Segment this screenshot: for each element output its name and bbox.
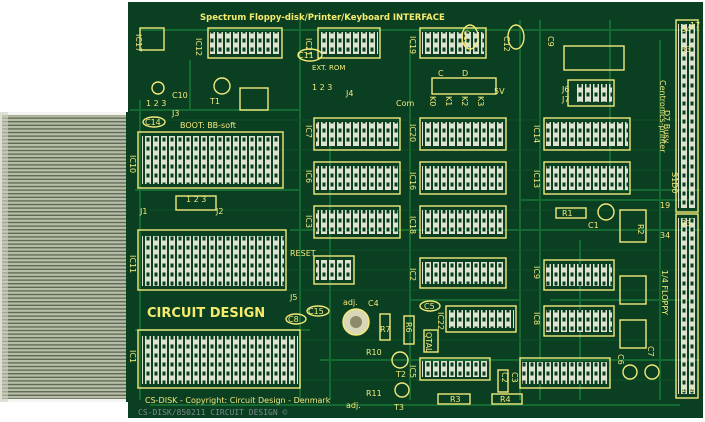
ref-r1: R1	[562, 209, 573, 218]
ref-t2: T2	[395, 370, 406, 379]
adj-label: adj.	[343, 298, 358, 307]
board-title: Spectrum Floppy-disk/Printer/Keyboard IN…	[200, 13, 445, 23]
ref-t3: T3	[393, 403, 404, 412]
ref-ic18: IC18	[408, 216, 417, 234]
ref-k0: K0	[428, 96, 437, 106]
ref-ic6: IC6	[304, 170, 313, 183]
jumper-numbers-j5: 1 2 3	[312, 83, 332, 92]
pin-17: 17	[690, 21, 700, 30]
five-v-label: 5V	[494, 87, 505, 96]
ref-c9: C9	[546, 36, 555, 47]
ref-j3: J3	[171, 109, 179, 118]
ext-rom-label: EXT. ROM	[312, 64, 345, 72]
ref-r7: R7	[380, 325, 391, 334]
ref-c15: C15	[308, 307, 324, 316]
ref-c1: C1	[588, 221, 599, 230]
ref-r3: R3	[450, 395, 461, 404]
com-label: Com	[396, 99, 414, 108]
ref-ic19: IC19	[408, 36, 417, 54]
pin-19: 19	[660, 201, 670, 210]
etched-board-id: CS-DISK/850211 CIRCUIT DESIGN ©	[138, 408, 287, 417]
ref-j4: J4	[345, 89, 353, 98]
ref-c12: C12	[502, 36, 511, 52]
ref-c10: C10	[172, 91, 188, 100]
ref-ic20: IC20	[408, 124, 417, 142]
copyright-text: CS-DISK - Copyright: Circuit Design - De…	[145, 396, 331, 405]
floppy-label: 1/4 FLOPPY	[660, 270, 669, 315]
ref-ic8: IC8	[532, 312, 541, 325]
ref-ic22: IC22	[436, 312, 445, 330]
ref-ic9: IC9	[532, 266, 541, 279]
pin-34-top: 34	[681, 25, 691, 34]
ref-ic17: IC17	[134, 34, 143, 52]
reset-label: RESET	[290, 249, 316, 258]
ref-qtal: QTAL	[424, 332, 433, 353]
ref-ic1: IC1	[128, 350, 137, 363]
ref-j2: J2	[215, 207, 223, 216]
ref-c14: C14	[145, 118, 161, 127]
ref-ic13: IC13	[532, 170, 541, 188]
ref-r10: R10	[366, 348, 382, 357]
silkscreen-frames	[137, 19, 699, 399]
passive-components	[142, 24, 660, 405]
ref-k3: K3	[476, 96, 485, 106]
ref-c6: C6	[616, 354, 625, 365]
circuit-design-logo: CIRCUIT DESIGN	[147, 306, 265, 321]
ic-chips	[142, 24, 696, 394]
jumper-numbers-j1: 1 2 3	[186, 195, 206, 204]
ref-r2: R2	[636, 224, 645, 235]
ref-r4: R4	[500, 395, 511, 404]
ref-c8: C8	[288, 315, 299, 324]
ref-c4: C4	[368, 299, 379, 308]
ref-j1: J1	[139, 207, 147, 216]
pin-33-bottom: 33	[681, 219, 691, 228]
pin-1: 1	[681, 385, 686, 394]
ref-c13: C13	[462, 30, 471, 46]
ref-ic2: IC2	[408, 268, 417, 281]
boot-label: BOOT: BB-soft	[180, 121, 236, 130]
ref-r11: R11	[366, 389, 382, 398]
ref-ic16: IC16	[408, 172, 417, 190]
ref-ic10: IC10	[128, 155, 137, 173]
ref-c11: C11	[298, 51, 314, 60]
ref-t1: T1	[209, 97, 220, 106]
ref-ic14: IC14	[532, 125, 541, 143]
ref-ic5: IC5	[408, 365, 417, 378]
adj-label-2: adj.	[346, 401, 361, 410]
pin-2: 2	[690, 385, 695, 394]
reference-designators: IC10 IC11 IC1 IC7 IC6 IC3 IC2 IC5 IC12 I…	[128, 21, 700, 412]
ref-k1: K1	[444, 96, 453, 106]
centronics-label: Centronics-printer	[658, 80, 667, 153]
ref-ic11: IC11	[128, 255, 137, 273]
ref-j7: J7	[561, 95, 569, 104]
ref-k2: K2	[460, 96, 469, 106]
busy-label: D7 Busy	[662, 110, 671, 144]
ref-ic7: IC7	[304, 125, 313, 138]
ref-ic12: IC12	[194, 38, 203, 56]
ref-ic21: IC21	[304, 38, 313, 56]
ref-j5: J5	[289, 293, 297, 302]
ref-c3: C3	[510, 372, 519, 383]
strobe-label: S1D0	[670, 172, 679, 193]
ref-d: D	[462, 69, 468, 78]
ref-j6: J6	[561, 85, 569, 94]
ref-r6: R6	[404, 322, 413, 333]
ref-c7: C7	[646, 346, 655, 357]
pin-33-top: 33	[681, 45, 691, 54]
pin-34-bottom: 34	[660, 231, 670, 240]
edge-connector	[0, 112, 128, 402]
jumper-numbers-j3: 1 2 3	[146, 99, 166, 108]
ref-c5: C5	[424, 302, 435, 311]
ref-ic3: IC3	[304, 215, 313, 228]
ref-c2: C2	[500, 372, 509, 383]
ref-c-jumper: C	[438, 69, 444, 78]
